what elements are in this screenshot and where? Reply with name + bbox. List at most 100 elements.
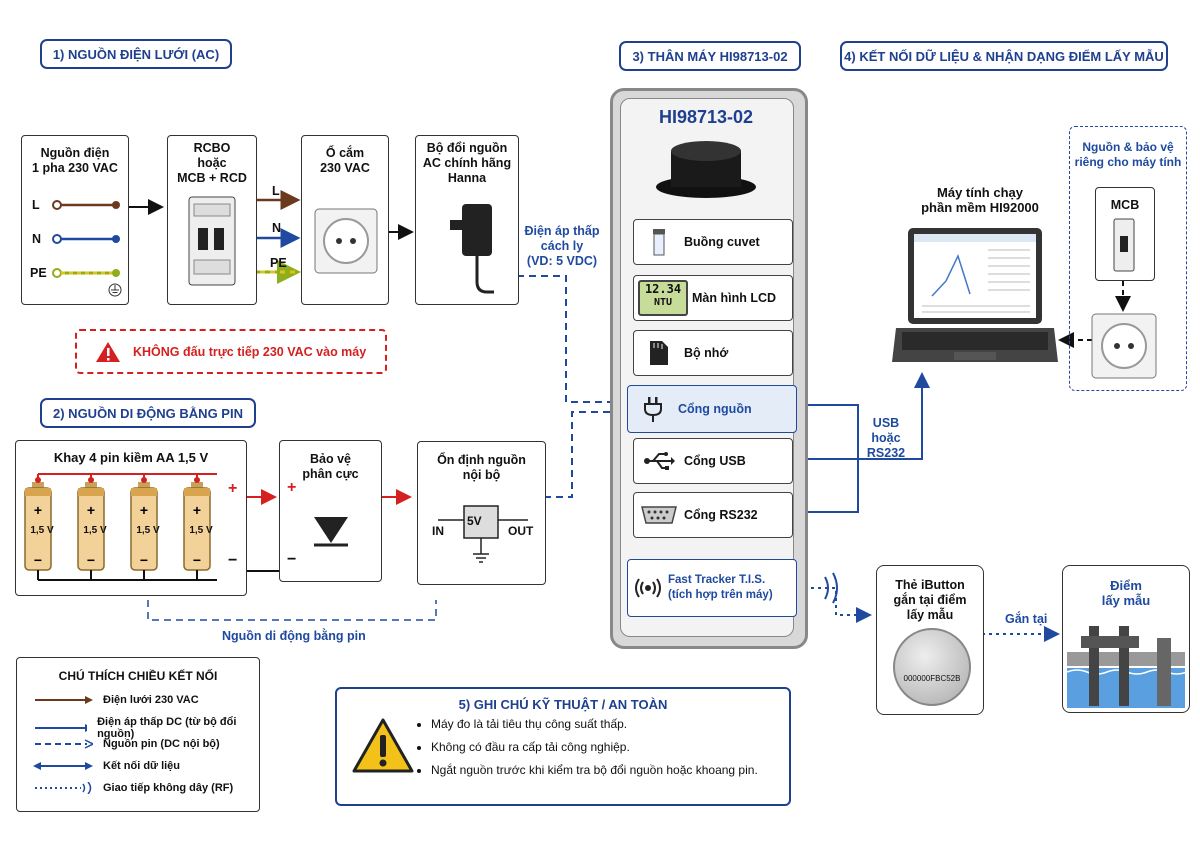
protect-plus: + [287, 479, 297, 496]
adapter-label: Bộ đổi nguồn AC chính hãng Hanna [422, 141, 512, 185]
usb-icon [634, 451, 684, 471]
module-cuvette: Buồng cuvet [633, 219, 793, 265]
ibutton-id: 000000FBC52B [903, 673, 961, 683]
fast-tracker-module: Fast Tracker T.I.S. (tích hợp trên máy) [627, 559, 797, 617]
fast-tracker-label: Fast Tracker T.I.S. (tích hợp trên máy) [668, 574, 773, 601]
warning-banner: KHÔNG đấu trực tiếp 230 VAC vào máy [75, 329, 387, 374]
regulator-chip-icon [438, 505, 528, 563]
pc-label: Máy tính chạy phần mềm HI92000 [921, 185, 1039, 215]
safety-note-2: Không có đầu ra cấp tải công nghiệp. [431, 740, 758, 755]
mcb-box: MCB [1095, 187, 1155, 281]
svg-text:+: + [87, 502, 95, 518]
svg-text:−: − [193, 552, 201, 568]
protect-minus: − [287, 551, 297, 568]
aa-cell: +− [24, 482, 52, 571]
lcd-unit: NTU [653, 297, 673, 308]
ac-supply-label: Nguồn điện 1 pha 230 VAC [32, 146, 118, 175]
attach-label: Gắn tại [1005, 612, 1048, 626]
memory-card-icon [634, 339, 684, 367]
ibutton-icon: 000000FBC52B [893, 628, 971, 706]
polarity-protect-box: Bảo vệ phân cực + − [279, 440, 382, 582]
port-power-label: Cổng nguồn [678, 402, 752, 416]
laptop-icon [892, 228, 1058, 362]
cuvette-lid-icon [656, 141, 756, 198]
low-voltage-label: Điện áp thấp cách ly (VD: 5 VDC) [524, 224, 600, 268]
rcbo-box: RCBO hoặc MCB + RCD [167, 135, 257, 305]
safety-title: 5) GHI CHÚ KỸ THUẬT / AN TOÀN [458, 697, 668, 712]
legend-ac-arrow-icon [35, 696, 93, 704]
legend-data: Kết nối dữ liệu [33, 760, 180, 772]
outlet-box: Ổ cắm 230 VAC [301, 135, 389, 305]
sample-site-icon [1067, 626, 1185, 708]
safety-notes-box: 5) GHI CHÚ KỸ THUẬT / AN TOÀN Máy đo là … [335, 687, 791, 806]
usb-rs232-label: USB hoặc RS232 [866, 416, 906, 460]
tray-plus: + [228, 480, 238, 497]
sample-point-label: Điểm lấy mẫu [1101, 578, 1151, 608]
pc-power-box: Nguồn & bảo vệ riêng cho máy tính MCB [1069, 126, 1187, 391]
legend-rf: Giao tiếp không dây (RF) [33, 782, 233, 794]
tray-minus: − [228, 552, 238, 569]
out-n-label: N [272, 221, 282, 235]
ibutton-box: Thẻ iButton gắn tại điểm lấy mẫu 000000F… [876, 565, 984, 715]
out-pe-label: PE [270, 256, 287, 270]
section-title-device: 3) THÂN MÁY HI98713-02 [619, 41, 801, 71]
cell-3-voltage: 1,5 V [136, 525, 160, 536]
lcd-value: 12.34 [644, 282, 682, 296]
safety-note-3: Ngắt nguồn trước khi kiểm tra bộ đổi ngu… [431, 763, 758, 778]
power-adapter-icon [450, 204, 494, 294]
device-model: HI98713-02 [658, 107, 754, 127]
section-title-battery: 2) NGUỒN DI ĐỘNG BẰNG PIN [40, 398, 256, 428]
svg-text:+: + [140, 502, 148, 518]
adapter-box: Bộ đổi nguồn AC chính hãng Hanna [415, 135, 519, 305]
cell-2-voltage: 1,5 V [83, 525, 107, 536]
port-usb[interactable]: Cổng USB [633, 438, 793, 484]
cuvette-icon [634, 227, 684, 257]
socket-icon [314, 208, 378, 274]
battery-caption: Nguồn di động bằng pin [222, 629, 366, 643]
reg-out-label: OUT [508, 524, 534, 538]
legend-battery-arrow-icon [35, 739, 93, 749]
svg-text:−: − [140, 552, 148, 568]
legend-ac: Điện lưới 230 VAC [33, 694, 199, 706]
line-n-label: N [32, 232, 42, 246]
aa-cells-icon: +−+−+−+− [24, 473, 217, 581]
cell-4-voltage: 1,5 V [189, 525, 213, 536]
supply-terminals-icon [52, 200, 122, 297]
section-title-ac: 1) NGUỒN ĐIỆN LƯỚI (AC) [40, 39, 232, 69]
breaker-icon [188, 196, 236, 286]
pc-socket-icon [1091, 313, 1157, 379]
sample-point-box: Điểm lấy mẫu [1062, 565, 1190, 713]
port-usb-label: Cổng USB [684, 454, 746, 468]
port-rs232-label: Cổng RS232 [684, 508, 758, 522]
legend-battery: Nguồn pin (DC nội bộ) [33, 738, 220, 750]
port-rs232[interactable]: Cổng RS232 [633, 492, 793, 538]
ibutton-label: Thẻ iButton gắn tại điểm lấy mẫu [893, 578, 967, 622]
aa-cell: +− [183, 482, 211, 571]
mcb-icon [1113, 218, 1135, 272]
legend-dc: Điện áp thấp DC (từ bộ đổi nguồn) [33, 716, 259, 740]
section-title-data: 4) KẾT NỐI DỮ LIỆU & NHẬN DẠNG ĐIỂM LẤY … [840, 41, 1168, 71]
ac-supply-box: Nguồn điện 1 pha 230 VAC L N PE [21, 135, 129, 305]
legend-ac-label: Điện lưới 230 VAC [103, 694, 199, 706]
rcbo-label: RCBO hoặc MCB + RCD [177, 141, 247, 185]
caution-icon [352, 718, 414, 773]
pc-power-label: Nguồn & bảo vệ riêng cho máy tính [1074, 140, 1182, 169]
polarity-protect-label: Bảo vệ phân cực [302, 452, 359, 481]
reg-in-label: IN [432, 524, 444, 538]
mcb-label: MCB [1110, 198, 1140, 212]
legend-rf-label: Giao tiếp không dây (RF) [103, 782, 234, 794]
legend-dc-label: Điện áp thấp DC (từ bộ đổi nguồn) [97, 716, 237, 740]
module-memory: Bộ nhớ [633, 330, 793, 376]
cell-1-voltage: 1,5 V [30, 525, 54, 536]
reg-value: 5V [467, 514, 482, 528]
out-l-label: L [272, 184, 280, 198]
battery-tray-label: Khay 4 pin kiềm AA 1,5 V [53, 450, 209, 465]
safety-notes-list: Máy đo là tải tiêu thụ công suất thấp. K… [415, 717, 758, 786]
plug-icon [628, 395, 678, 423]
rf-icon [628, 576, 668, 600]
svg-text:−: − [34, 552, 42, 568]
port-power[interactable]: Cổng nguồn [627, 385, 797, 433]
aa-cell: +− [77, 482, 105, 571]
serial-port-icon [634, 505, 684, 525]
device-body: HI98713-02 Buồng cuvet 12.34 NTU Màn hìn… [610, 88, 808, 649]
